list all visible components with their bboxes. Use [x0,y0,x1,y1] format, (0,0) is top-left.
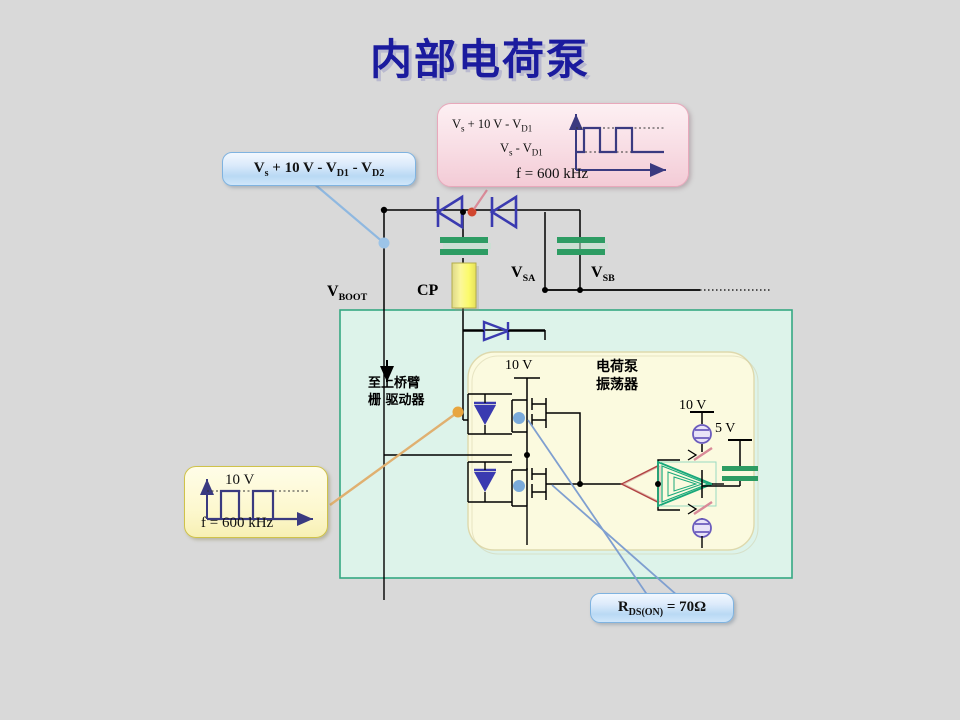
callout-rdson[interactable]: RDS(ON) = 70Ω [590,593,734,623]
leader-boot-voltage [311,181,390,249]
gate-waveform-plot [200,479,313,526]
junction-dot-cp [460,209,466,215]
page-title: 内部电荷泵 [369,38,590,84]
node-marker-high [513,412,525,424]
label-supply-10v-osc: 10 V [505,358,533,373]
label-vboot: VBOOT [327,283,368,304]
body-diode-high [467,393,512,435]
leader-vsa-waveform [473,189,488,210]
osc-title-line1: 电荷泵 [596,359,638,375]
vsa-waveform-plot [569,114,666,177]
osc-supply-wires [514,377,540,398]
label-vsb: VSB [591,264,615,285]
label-vsa: VSA [511,264,536,285]
callout-vsa-waveform[interactable]: Vs + 10 V - VD1 Vs - VD1 f = 600 kHz [437,103,689,187]
switch-upper [687,447,713,461]
capacitor-csb [557,237,608,255]
callout-gate-waveform[interactable]: 10 V f = 600 kHz [184,466,328,538]
switch-lower [687,501,713,515]
label-supply-5v-right: 5 V [715,421,736,436]
vsa-low-level-label: Vs - VD1 [500,141,543,158]
capacitor-csa [440,237,491,255]
oscillator-block-outline [467,351,755,551]
callout-boot-voltage[interactable]: Vs + 10 V - VD1 - VD2 [222,152,416,186]
junction-dot-comp-in [577,481,583,487]
node-marker-low [513,480,525,492]
vsa-frequency-label: f = 600 kHz [516,166,589,182]
junction-dot-vsb [577,287,583,293]
junction-dot-amp [655,481,661,487]
label-cp: CP [417,282,439,299]
capacitor-5v [722,466,758,481]
current-source-top [692,424,712,444]
junction-dot-vsa [542,287,548,293]
gate-note-line1: 至上桥臂 [368,376,421,391]
junction-dot-mid [524,452,530,458]
mosfet-high-drain-wire [546,412,581,484]
vsa-top-level-label: Vs + 10 V - VD1 [452,117,533,134]
gate-frequency-label: f = 600 kHz [201,515,274,531]
gate-amplitude-label: 10 V [225,472,255,488]
junction-dot-vboot [380,206,388,214]
label-supply-10v-right: 10 V [679,398,707,413]
gate-note-line2: 栅 驱动器 [368,393,425,408]
junction-dot-red [467,207,477,217]
diode-d1 [435,194,464,230]
osc-title-line2: 振荡器 [596,377,638,393]
label-gate-driver-note: 至上桥臂 栅 驱动器 [368,375,425,409]
current-source-bottom [692,518,712,538]
diode-d2 [489,194,518,230]
callout-boot-voltage-text: Vs + 10 V - VD1 - VD2 [253,159,385,179]
body-diode-low [467,461,512,503]
callout-rdson-text: RDS(ON) = 70Ω [617,598,707,618]
leader-gate-waveform [329,406,464,506]
label-oscillator-title: 电荷泵 振荡器 [596,358,638,394]
leader-rdson [527,419,679,597]
